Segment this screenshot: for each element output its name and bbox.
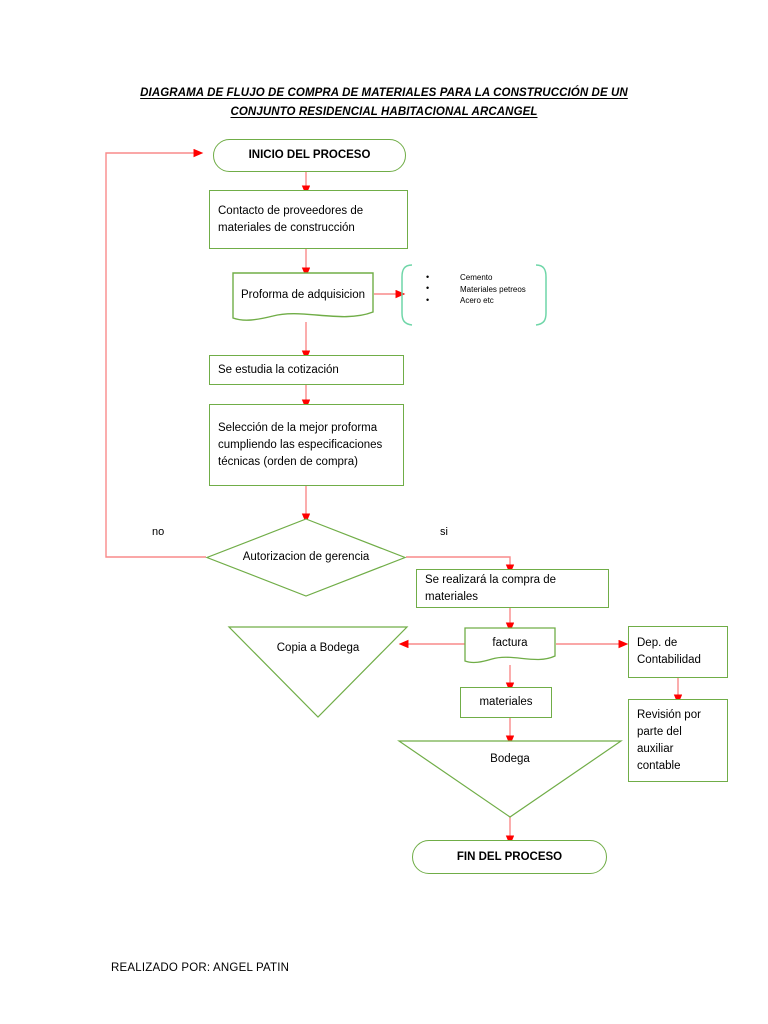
list-item: Acero etc xyxy=(426,295,538,307)
edge-si-to-compra xyxy=(406,556,515,575)
edge-label-no: no xyxy=(152,526,165,538)
title-line-2: CONJUNTO RESIDENCIAL HABITACIONAL ARCANG… xyxy=(230,106,538,118)
node-label: Dep. de Contabilidad xyxy=(637,637,701,666)
node-bodega-shape[interactable] xyxy=(397,740,623,818)
document-title: DIAGRAMA DE FLUJO DE COMPRA DE MATERIALE… xyxy=(104,84,664,122)
node-autorizacion-gerencia-shape[interactable] xyxy=(205,518,407,597)
bracket-bullet-list: Cemento Materiales petreos Acero etc xyxy=(426,272,538,307)
bracket-shape xyxy=(401,264,547,326)
title-line-1: DIAGRAMA DE FLUJO DE COMPRA DE MATERIALE… xyxy=(140,87,628,99)
node-dep-contabilidad[interactable]: Dep. de Contabilidad xyxy=(628,626,728,678)
node-materiales[interactable]: materiales xyxy=(460,687,552,718)
node-estudia-cotizacion[interactable]: Se estudia la cotización xyxy=(209,355,404,385)
list-item: Materiales petreos xyxy=(426,283,538,296)
node-label: INICIO DEL PROCESO xyxy=(248,149,371,161)
node-label: Se realizará la compra de materiales xyxy=(425,573,557,603)
node-seleccion-proforma[interactable]: Selección de la mejor proforma cumpliend… xyxy=(209,404,404,486)
edge-no-loopback xyxy=(105,148,206,558)
node-proforma-adquisicion-shape[interactable] xyxy=(232,272,374,324)
edge-label-si: si xyxy=(440,526,448,538)
node-factura-shape[interactable] xyxy=(464,627,556,666)
node-label: Selección de la mejor proforma cumpliend… xyxy=(218,421,383,468)
node-label: FIN DEL PROCESO xyxy=(456,850,563,863)
node-fin-del-proceso[interactable]: FIN DEL PROCESO xyxy=(412,840,607,874)
node-inicio-del-proceso[interactable]: INICIO DEL PROCESO xyxy=(213,139,406,172)
node-copia-bodega-shape[interactable] xyxy=(227,626,409,718)
list-item: Cemento xyxy=(426,272,538,284)
node-label: Revisión por parte del auxiliar contable xyxy=(637,708,701,772)
node-label: materiales xyxy=(479,696,533,708)
node-revision-auxiliar-contable[interactable]: Revisión por parte del auxiliar contable xyxy=(628,699,728,782)
node-compra-materiales[interactable]: Se realizará la compra de materiales xyxy=(416,569,609,608)
node-contacto-proveedores[interactable]: Contacto de proveedores de materiales de… xyxy=(209,190,408,249)
node-label: Se estudia la cotización xyxy=(218,363,339,376)
footer-author: REALIZADO POR: ANGEL PATIN xyxy=(111,962,290,974)
node-label: Contacto de proveedores de materiales de… xyxy=(218,204,364,234)
